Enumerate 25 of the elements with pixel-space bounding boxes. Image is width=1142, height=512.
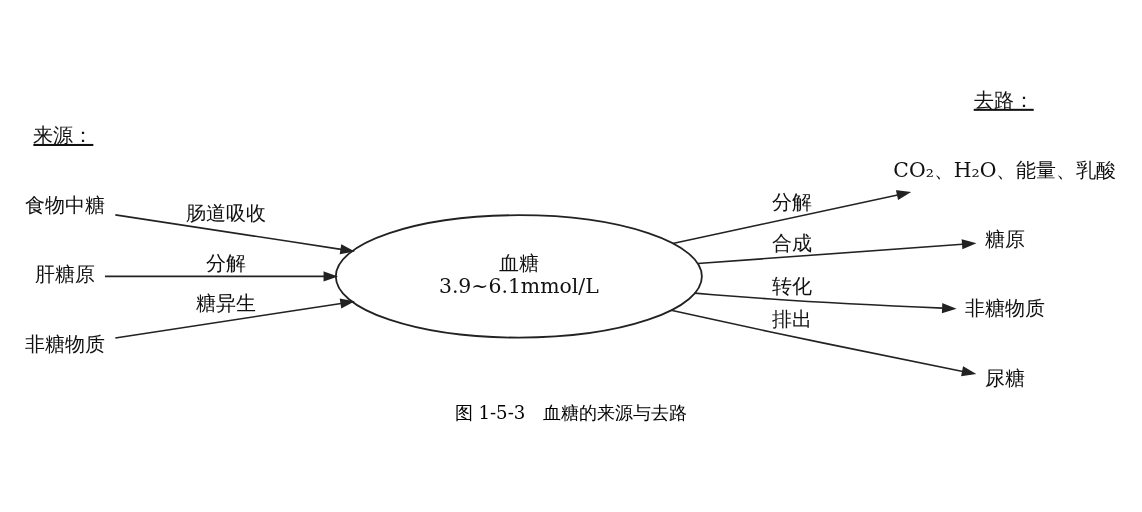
edge-label: 肠道吸收 [185,201,266,226]
node-text: 糖原 [984,227,1025,252]
node-text: 食物中糖 [24,193,105,218]
edge-label: 分解 [771,189,812,214]
node-text: 非糖物质 [24,331,105,356]
node-text: 尿糖 [984,365,1025,390]
node-text: 肝糖原 [34,262,95,287]
arrow [693,292,957,314]
label: 来源： [33,122,94,147]
edge-label: 分解 [205,251,246,276]
arrow [670,309,977,377]
edge-label: 糖异生 [195,290,256,315]
arrow [114,298,355,339]
arrow [696,239,977,265]
label: 去路： [973,87,1034,112]
arrow [671,190,912,245]
caption: 图 1-5-3 血糖的来源与去路 [454,402,688,424]
node-text: 非糖物质 [964,296,1045,321]
arrow [104,271,339,282]
edge-label: 排出 [771,306,812,331]
arrow [114,214,355,255]
node-text: CO₂、H₂O、能量、乳酸 [893,158,1117,183]
edge-label: 转化 [771,273,812,298]
edge-label: 合成 [771,230,812,255]
node-ellipse: 血糖 3.9~6.1mmol/L [334,214,703,339]
